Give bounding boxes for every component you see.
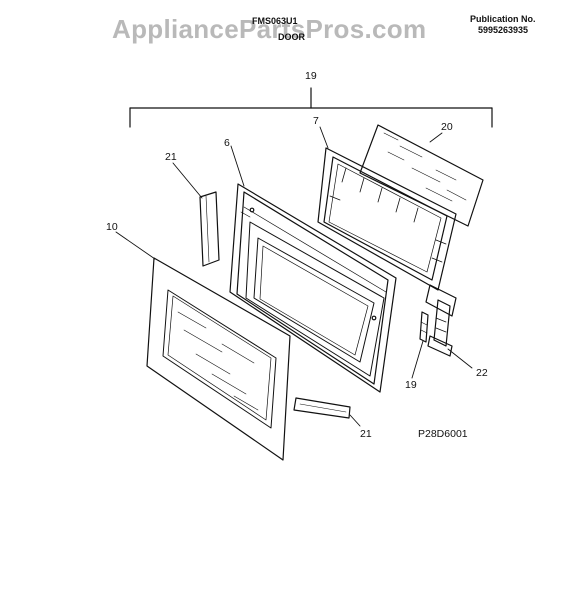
callout-10: 10 <box>106 221 118 233</box>
section-title: DOOR <box>278 32 305 42</box>
publication-label: Publication No. <box>470 14 536 24</box>
watermark: AppliancePartsPros.com <box>112 14 427 44</box>
leader-lines <box>115 126 473 427</box>
callout-20: 20 <box>441 121 453 133</box>
door-liner-panel <box>229 183 397 393</box>
callout-21-upper: 21 <box>165 151 177 163</box>
callout-7: 7 <box>313 115 319 127</box>
inner-door-frame <box>317 147 457 291</box>
inner-glass-panel <box>359 124 484 227</box>
outer-door-panel <box>146 257 291 461</box>
callout-6: 6 <box>224 137 230 149</box>
door-hinge <box>425 284 457 357</box>
assembly-bracket <box>129 87 493 128</box>
callout-19-assembly: 19 <box>305 70 317 82</box>
hinge-spring <box>419 311 429 343</box>
callout-22: 22 <box>476 367 488 379</box>
callout-21-lower: 21 <box>360 428 372 440</box>
figure-id: P28D6001 <box>418 428 468 440</box>
callout-19-spring: 19 <box>405 379 417 391</box>
model-number: FMS063U1 <box>252 16 298 26</box>
trim-strip-lower <box>293 397 351 419</box>
publication-number: 5995263935 <box>478 25 529 35</box>
trim-strip-upper <box>199 191 220 267</box>
